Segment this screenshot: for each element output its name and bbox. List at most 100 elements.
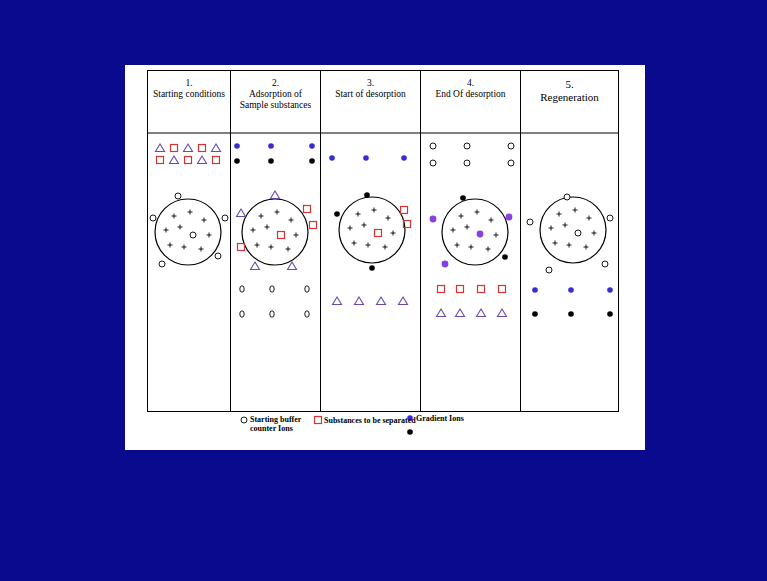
column-4-figure xyxy=(430,143,514,317)
illustration-part xyxy=(156,144,165,152)
illustration-part xyxy=(271,191,280,199)
illustration-part xyxy=(159,261,165,267)
illustration-part xyxy=(564,194,570,200)
illustration-part xyxy=(215,253,221,259)
column-3-figure xyxy=(329,155,410,304)
illustration-part xyxy=(430,216,437,223)
illustration-part xyxy=(238,244,245,251)
illustration-part xyxy=(568,287,574,293)
slide-panel xyxy=(125,65,645,450)
illustration-part xyxy=(607,215,613,221)
illustration-part xyxy=(399,297,408,305)
illustration-part xyxy=(242,199,308,265)
illustration-part xyxy=(309,143,315,149)
column-1-figure xyxy=(150,144,228,267)
illustration-part xyxy=(268,143,274,149)
illustration-part xyxy=(288,262,297,270)
illustration-part xyxy=(546,267,552,273)
illustration-part xyxy=(540,197,606,263)
illustration-part xyxy=(305,286,309,292)
illustration-part xyxy=(532,287,538,293)
step-number: 3. xyxy=(324,78,417,89)
illustration-part xyxy=(607,287,613,293)
illustration-part xyxy=(240,286,244,292)
illustration-part xyxy=(315,417,322,424)
illustration-part xyxy=(527,219,533,225)
column-5-figure xyxy=(527,194,613,317)
column-box: 3.Start of desorption xyxy=(320,70,421,412)
illustration-part xyxy=(508,160,514,166)
illustration-part xyxy=(270,286,274,292)
illustration-part xyxy=(222,215,228,221)
step-title: Adsorption of Sample substances xyxy=(234,89,317,111)
illustration-part xyxy=(607,311,613,317)
illustration-part xyxy=(532,311,538,317)
illustration-part xyxy=(157,157,164,164)
illustration-part xyxy=(304,206,311,213)
illustration-part xyxy=(237,209,246,217)
illustration-part xyxy=(329,155,335,161)
illustration-part xyxy=(268,158,274,164)
illustration-part xyxy=(213,157,220,164)
illustration-part xyxy=(568,311,574,317)
step-title: Regeneration xyxy=(524,91,615,104)
illustration-part xyxy=(478,286,485,293)
column-box: 2.Adsorption of Sample substances xyxy=(230,70,321,412)
step-number: 4. xyxy=(424,78,517,89)
illustration-part xyxy=(339,197,405,263)
illustration-part xyxy=(404,221,411,228)
illustration-part xyxy=(477,309,486,317)
step-number: 1. xyxy=(151,78,227,89)
illustration-part xyxy=(430,143,436,149)
illustration-part xyxy=(364,192,370,198)
illustration-part xyxy=(234,158,240,164)
illustration-part xyxy=(498,309,507,317)
column-box: 4.End Of desorption xyxy=(420,70,521,412)
illustration-part xyxy=(270,311,274,317)
illustration-part xyxy=(477,231,484,238)
illustration-part xyxy=(369,265,375,271)
illustration-part xyxy=(438,286,445,293)
illustration-part xyxy=(171,145,178,152)
illustration-part xyxy=(185,157,192,164)
illustration-part xyxy=(407,429,413,435)
illustration-part xyxy=(333,297,342,305)
illustration-part xyxy=(251,262,260,270)
illustration-part xyxy=(363,155,369,161)
illustration-part xyxy=(170,156,179,164)
illustration-part xyxy=(401,207,408,214)
illustration-part xyxy=(575,230,581,236)
illustration-part xyxy=(437,309,446,317)
illustration-part xyxy=(464,160,470,166)
illustration-part xyxy=(150,215,156,221)
illustration-part xyxy=(240,311,244,317)
step-title: Starting conditions xyxy=(151,89,227,100)
step-number: 5. xyxy=(524,78,615,91)
illustration-part xyxy=(305,311,309,317)
illustration-part xyxy=(464,143,470,149)
illustration-part xyxy=(442,199,508,265)
column-2-figure xyxy=(234,143,316,317)
illustration-part xyxy=(309,158,315,164)
step-number: 2. xyxy=(234,78,317,89)
illustration-part xyxy=(401,155,407,161)
illustration-part xyxy=(506,214,513,221)
illustration-part xyxy=(499,286,506,293)
illustration-part xyxy=(502,254,508,260)
step-title: Start of desorption xyxy=(324,89,417,100)
illustration-part xyxy=(430,160,436,166)
illustration-part xyxy=(457,286,464,293)
illustration-part xyxy=(212,144,221,152)
header-rule xyxy=(147,133,618,134)
illustration-part xyxy=(460,195,466,201)
illustration-part xyxy=(375,230,382,237)
illustration-part xyxy=(377,297,386,305)
illustration-part xyxy=(310,222,317,229)
illustration-part xyxy=(456,309,465,317)
illustration-part xyxy=(175,193,181,199)
illustration-part xyxy=(334,211,340,217)
illustration-part xyxy=(198,156,207,164)
illustration-part xyxy=(442,261,449,268)
